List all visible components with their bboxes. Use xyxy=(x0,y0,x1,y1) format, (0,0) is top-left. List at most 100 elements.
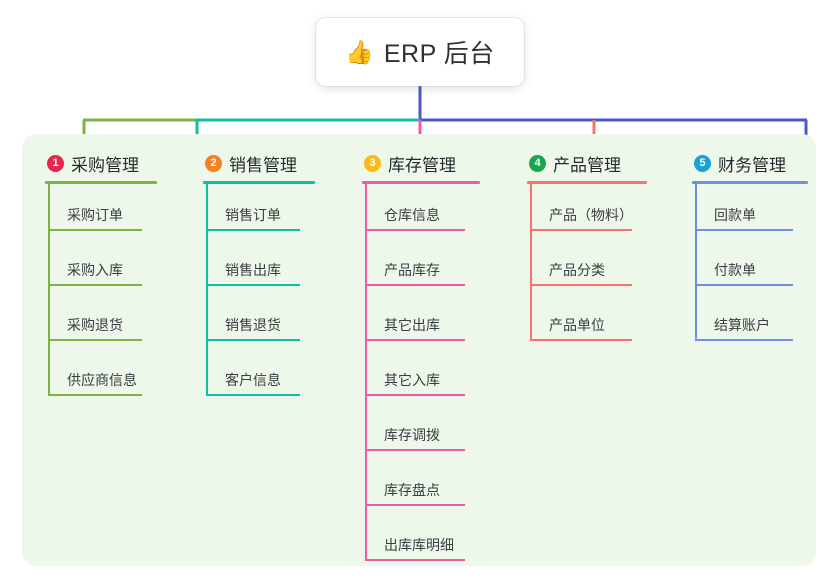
root-node[interactable]: 👍 ERP 后台 xyxy=(316,18,524,86)
branch-item-label: 销售出库 xyxy=(225,262,281,278)
branch-rule-3 xyxy=(362,181,480,184)
branch-item[interactable]: 销售退货 xyxy=(203,294,315,349)
branch-item-underline xyxy=(695,229,793,231)
branch-item[interactable]: 其它出库 xyxy=(362,294,480,349)
branch-item-underline xyxy=(48,339,142,341)
branch-column-2: 2 销售管理销售订单销售出库销售退货客户信息 xyxy=(203,150,315,404)
branch-item-underline xyxy=(206,394,300,396)
branch-spine-5 xyxy=(695,184,697,341)
branch-item-underline xyxy=(365,339,465,341)
branch-spine-1 xyxy=(48,184,50,396)
branch-item[interactable]: 采购退货 xyxy=(45,294,157,349)
branch-item-label: 出库库明细 xyxy=(384,537,454,553)
branch-title-5: 财务管理 xyxy=(718,155,786,175)
branch-children-3: 仓库信息产品库存其它出库其它入库库存调拨库存盘点出库库明细 xyxy=(362,184,480,569)
branch-item[interactable]: 客户信息 xyxy=(203,349,315,404)
branch-item-label: 采购订单 xyxy=(67,207,123,223)
branch-item-label: 供应商信息 xyxy=(67,372,137,388)
branch-title-3: 库存管理 xyxy=(388,155,456,175)
branch-item[interactable]: 采购订单 xyxy=(45,184,157,239)
branch-spine-2 xyxy=(206,184,208,396)
thumbs-up-icon: 👍 xyxy=(345,38,374,65)
branch-rule-5 xyxy=(692,181,808,184)
branch-item[interactable]: 回款单 xyxy=(692,184,808,239)
branch-children-4: 产品（物料） 产品分类产品单位 xyxy=(527,184,647,349)
branch-item-underline xyxy=(48,284,142,286)
branch-item[interactable]: 出库库明细 xyxy=(362,514,480,569)
branch-column-3: 3 库存管理仓库信息产品库存其它出库其它入库库存调拨库存盘点出库库明细 xyxy=(362,150,480,569)
branch-item-underline xyxy=(695,339,793,341)
branch-item-label: 结算账户 xyxy=(714,317,770,333)
branch-item-underline xyxy=(365,394,465,396)
branch-item-underline xyxy=(365,284,465,286)
branch-header-5[interactable]: 5 财务管理 xyxy=(692,150,808,176)
root-title: ERP 后台 xyxy=(383,40,495,68)
branch-column-1: 1 采购管理采购订单采购入库采购退货供应商信息 xyxy=(45,150,157,404)
branch-children-5: 回款单付款单结算账户 xyxy=(692,184,808,349)
branch-item[interactable]: 产品分类 xyxy=(527,239,647,294)
branch-item[interactable]: 供应商信息 xyxy=(45,349,157,404)
branch-badge-1: 1 xyxy=(47,154,64,172)
branch-item-label: 库存调拨 xyxy=(384,427,440,443)
branch-spine-3 xyxy=(365,184,367,561)
branch-rule-4 xyxy=(527,181,647,184)
branch-item[interactable]: 产品库存 xyxy=(362,239,480,294)
branch-item-label: 仓库信息 xyxy=(384,207,440,223)
branch-item[interactable]: 产品（物料） xyxy=(527,184,647,239)
branch-header-3[interactable]: 3 库存管理 xyxy=(362,150,480,176)
branch-item-underline xyxy=(365,559,465,561)
branch-item[interactable]: 库存盘点 xyxy=(362,459,480,514)
branch-column-4: 4 产品管理产品（物料） 产品分类产品单位 xyxy=(527,150,647,349)
branch-item-label: 库存盘点 xyxy=(384,482,440,498)
branch-item[interactable]: 结算账户 xyxy=(692,294,808,349)
branch-item-label: 回款单 xyxy=(714,207,756,223)
branch-rule-1 xyxy=(45,181,157,184)
branch-item-label: 采购入库 xyxy=(67,262,123,278)
branch-item[interactable]: 库存调拨 xyxy=(362,404,480,459)
branch-item-underline xyxy=(695,284,793,286)
branch-header-2[interactable]: 2 销售管理 xyxy=(203,150,315,176)
branch-item[interactable]: 采购入库 xyxy=(45,239,157,294)
branch-item[interactable]: 仓库信息 xyxy=(362,184,480,239)
branch-header-1[interactable]: 1 采购管理 xyxy=(45,150,157,176)
branch-item-label: 付款单 xyxy=(714,262,756,278)
branch-badge-2: 2 xyxy=(205,154,222,172)
branch-badge-3: 3 xyxy=(364,154,381,172)
branch-title-1: 采购管理 xyxy=(71,155,139,175)
branch-title-4: 产品管理 xyxy=(553,155,621,175)
branch-panel xyxy=(22,134,816,566)
branch-item[interactable]: 销售订单 xyxy=(203,184,315,239)
branch-title-2: 销售管理 xyxy=(229,155,297,175)
branch-badge-5: 5 xyxy=(694,154,711,172)
branch-spine-4 xyxy=(530,184,532,341)
branch-item[interactable]: 其它入库 xyxy=(362,349,480,404)
branch-item-label: 其它入库 xyxy=(384,372,440,388)
branch-item-label: 客户信息 xyxy=(225,372,281,388)
branch-item-underline xyxy=(530,339,632,341)
branch-item-underline xyxy=(365,449,465,451)
branch-item-underline xyxy=(365,229,465,231)
branch-item[interactable]: 产品单位 xyxy=(527,294,647,349)
branch-item-label: 产品单位 xyxy=(549,317,605,333)
branch-badge-4: 4 xyxy=(529,154,546,172)
branch-item-underline xyxy=(206,229,300,231)
branch-column-5: 5 财务管理回款单付款单结算账户 xyxy=(692,150,808,349)
branch-children-1: 采购订单采购入库采购退货供应商信息 xyxy=(45,184,157,404)
branch-children-2: 销售订单销售出库销售退货客户信息 xyxy=(203,184,315,404)
branch-item[interactable]: 销售出库 xyxy=(203,239,315,294)
branch-item-label: 采购退货 xyxy=(67,317,123,333)
branch-item-underline xyxy=(48,229,142,231)
branch-item-underline xyxy=(206,284,300,286)
branch-item-underline xyxy=(365,504,465,506)
branch-item-underline xyxy=(48,394,142,396)
branch-rule-2 xyxy=(203,181,315,184)
branch-item-underline xyxy=(206,339,300,341)
branch-item-underline xyxy=(530,229,632,231)
branch-item[interactable]: 付款单 xyxy=(692,239,808,294)
branch-header-4[interactable]: 4 产品管理 xyxy=(527,150,647,176)
branch-item-label: 产品库存 xyxy=(384,262,440,278)
branch-item-label: 产品（物料） xyxy=(549,207,633,223)
branch-item-underline xyxy=(530,284,632,286)
branch-item-label: 其它出库 xyxy=(384,317,440,333)
